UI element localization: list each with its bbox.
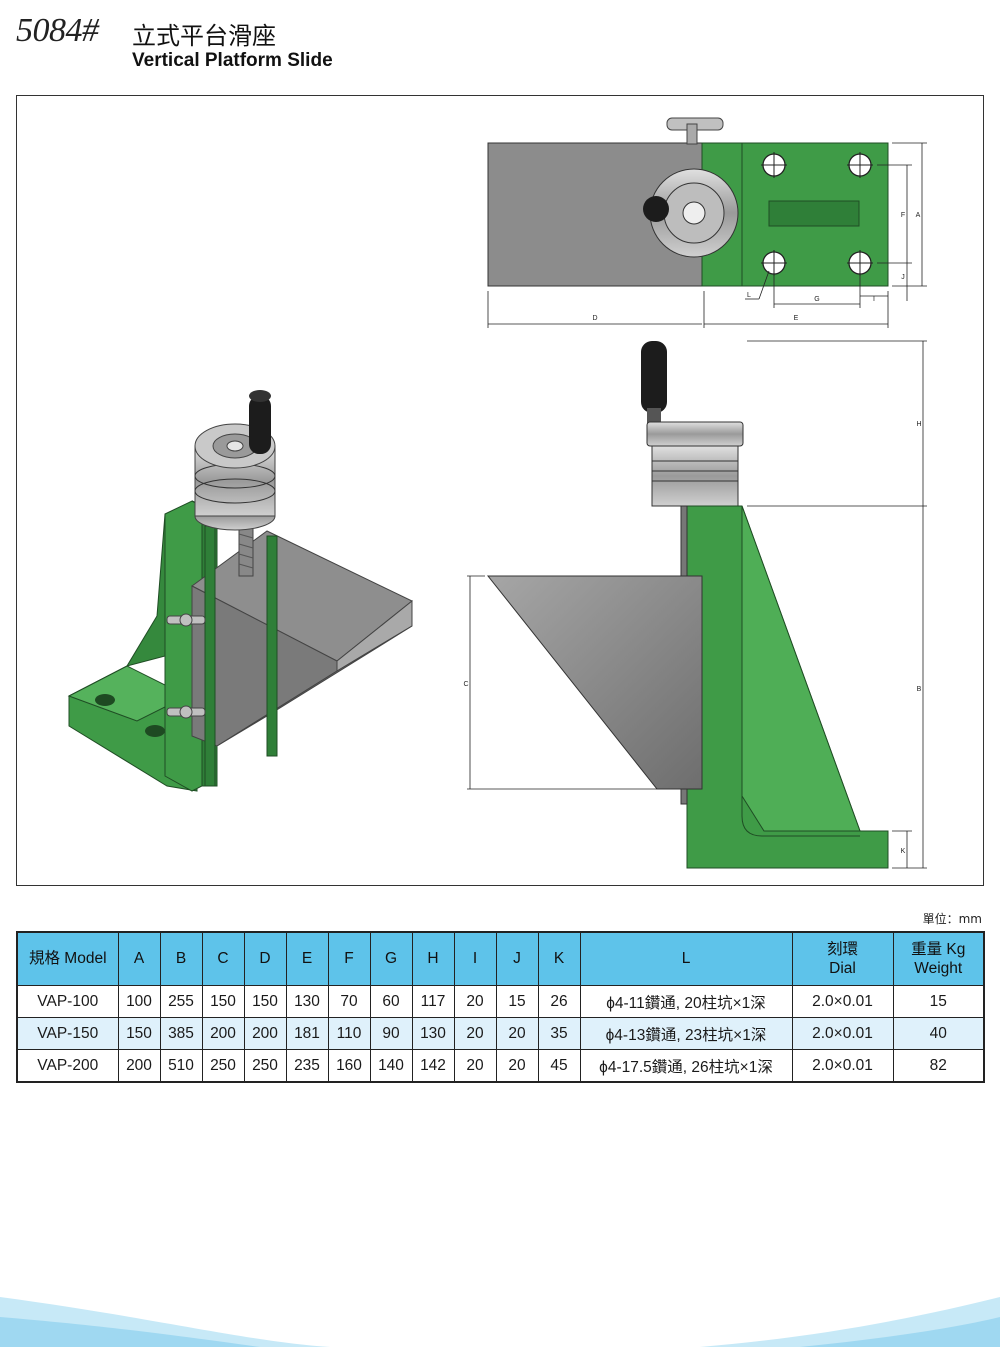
dim-label-h: H [916,421,921,428]
product-title-chinese: 立式平台滑座 [132,22,276,50]
cell-i: 20 [453,985,497,1018]
dim-label-g: G [814,296,819,303]
header-f: F [327,931,371,986]
cell-weight: 40 [892,1017,985,1050]
cell-i: 20 [453,1049,497,1083]
cell-a: 100 [117,985,161,1018]
cell-dial: 2.0×0.01 [791,985,894,1018]
table-header-row: 規格 Model A B C D E F G H I J K L 刻環 Dial… [16,931,985,986]
dim-label-j: J [901,274,905,281]
cell-e: 235 [285,1049,329,1083]
cell-b: 255 [159,985,203,1018]
cell-g: 60 [369,985,413,1018]
cell-h: 117 [411,985,455,1018]
cell-c: 250 [201,1049,245,1083]
top-view: D E G I L A F J [487,117,927,328]
dim-label-e: E [794,315,799,322]
cell-d: 150 [243,985,287,1018]
cell-dial: 2.0×0.01 [791,1017,894,1050]
cell-l: ϕ4-13鑽通, 23柱坑×1深 [579,1017,793,1050]
side-view: C H B K [463,340,927,869]
decorative-wave-footer [0,1297,1000,1347]
cell-model: VAP-200 [16,1049,119,1083]
cell-l: ϕ4-17.5鑽通, 26柱坑×1深 [579,1049,793,1083]
header-a: A [117,931,161,986]
cell-j: 15 [495,985,539,1018]
cell-dial: 2.0×0.01 [791,1049,894,1083]
cell-k: 45 [537,1049,581,1083]
cell-h: 130 [411,1017,455,1050]
header-g: G [369,931,413,986]
header-h: H [411,931,455,986]
header-i: I [453,931,497,986]
dim-label-i: I [873,296,875,303]
dim-label-a: A [916,212,921,219]
header-model: 規格 Model [16,931,119,986]
cell-a: 200 [117,1049,161,1083]
cell-f: 70 [327,985,371,1018]
table-row: VAP-150 150 385 200 200 181 110 90 130 2… [16,1017,985,1050]
cell-g: 140 [369,1049,413,1083]
isometric-view [67,390,413,792]
header-e: E [285,931,329,986]
cell-f: 110 [327,1017,371,1050]
cell-model: VAP-150 [16,1017,119,1050]
header-dial: 刻環 Dial [791,931,894,986]
dim-label-k: K [901,848,906,855]
cell-model: VAP-100 [16,985,119,1018]
cell-b: 510 [159,1049,203,1083]
dim-label-d: D [592,315,597,322]
cell-f: 160 [327,1049,371,1083]
header-c: C [201,931,245,986]
cell-a: 150 [117,1017,161,1050]
header-d: D [243,931,287,986]
cell-c: 200 [201,1017,245,1050]
dim-label-c: C [463,681,468,688]
header-k: K [537,931,581,986]
cell-j: 20 [495,1017,539,1050]
cell-weight: 82 [892,1049,985,1083]
cell-d: 250 [243,1049,287,1083]
cell-g: 90 [369,1017,413,1050]
unit-note: 單位：mm [922,912,982,926]
technical-drawing: D E G I L A F J [67,117,927,869]
cell-i: 20 [453,1017,497,1050]
dim-label-l: L [747,292,751,299]
table-row: VAP-200 200 510 250 250 235 160 140 142 … [16,1049,985,1083]
header-b: B [159,931,203,986]
cell-h: 142 [411,1049,455,1083]
cell-k: 35 [537,1017,581,1050]
cell-weight: 15 [892,985,985,1018]
drawing-panel: D E G I L A F J [16,95,984,886]
product-code: 5084# [16,12,99,49]
cell-c: 150 [201,985,245,1018]
specification-table: 規格 Model A B C D E F G H I J K L 刻環 Dial… [16,931,985,1083]
cell-l: ϕ4-11鑽通, 20柱坑×1深 [579,985,793,1018]
header-weight: 重量 Kg Weight [892,931,985,986]
dim-label-f: F [901,212,905,219]
product-title-english: Vertical Platform Slide [132,50,333,71]
cell-j: 20 [495,1049,539,1083]
cell-d: 200 [243,1017,287,1050]
cell-k: 26 [537,985,581,1018]
header-j: J [495,931,539,986]
cell-e: 181 [285,1017,329,1050]
dim-label-b: B [917,686,922,693]
table-row: VAP-100 100 255 150 150 130 70 60 117 20… [16,985,985,1018]
cell-e: 130 [285,985,329,1018]
cell-b: 385 [159,1017,203,1050]
header-l: L [579,931,793,986]
